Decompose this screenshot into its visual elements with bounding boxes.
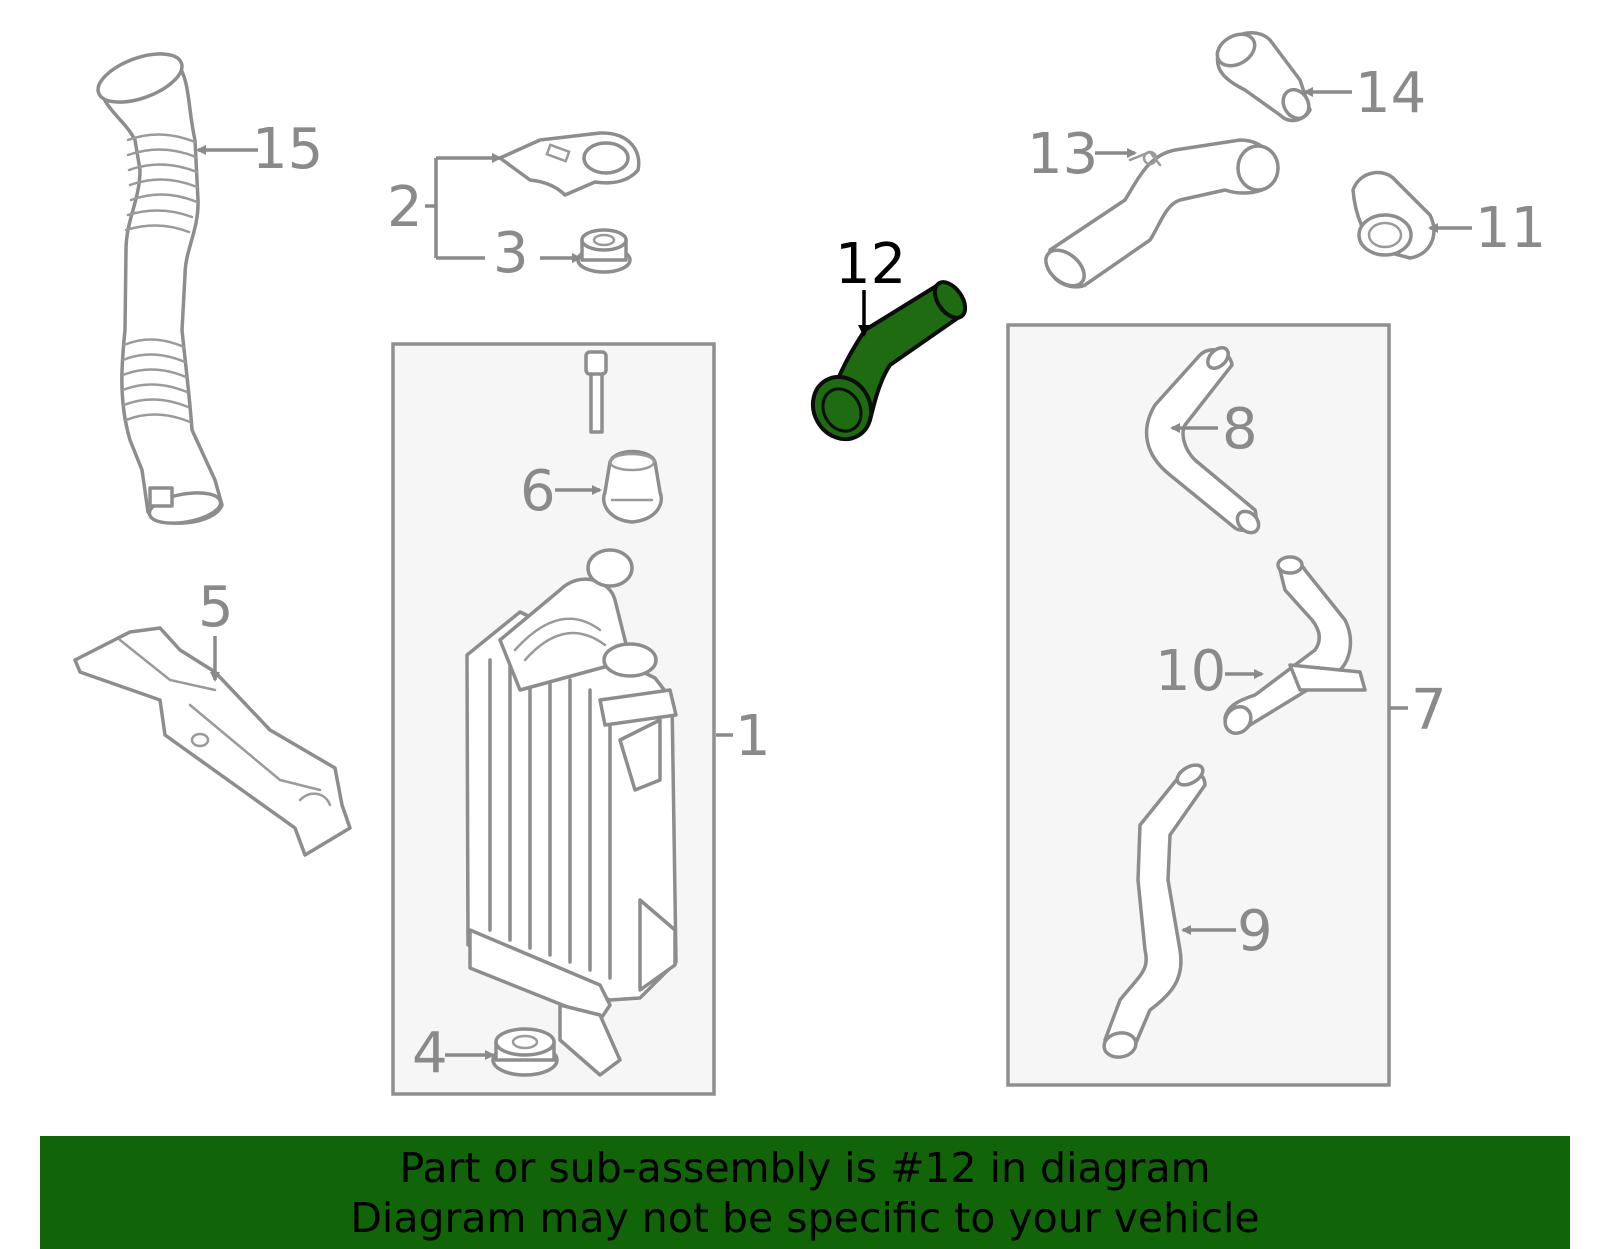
callout-4: 4	[412, 1021, 448, 1086]
part-15-intake-duct[interactable]	[92, 44, 224, 528]
leader-lines	[196, 87, 1472, 1060]
part-8-hose[interactable]	[1144, 344, 1263, 537]
callout-11: 11	[1475, 196, 1546, 261]
part-14-coupler[interactable]	[1212, 28, 1314, 123]
callout-12: 12	[835, 232, 906, 297]
part-11-elbow[interactable]	[1351, 170, 1436, 260]
part-10-pipe[interactable]	[1220, 555, 1367, 738]
callout-2: 2	[387, 175, 423, 240]
part-4-grommet[interactable]	[491, 1027, 559, 1077]
part-6-valve[interactable]	[584, 350, 663, 524]
callout-1: 1	[735, 704, 771, 769]
part-3-grommet[interactable]	[576, 228, 632, 274]
info-banner: Part or sub-assembly is #12 in diagram D…	[40, 1136, 1570, 1249]
part-2-bracket[interactable]	[498, 131, 641, 197]
callout-3: 3	[493, 221, 529, 286]
callout-5: 5	[198, 575, 234, 640]
banner-line-disclaimer: Diagram may not be specific to your vehi…	[350, 1193, 1260, 1242]
callout-13: 13	[1027, 122, 1098, 187]
callout-15: 15	[252, 117, 323, 182]
group-box-hoses	[1006, 323, 1391, 1087]
callout-7: 7	[1411, 678, 1447, 743]
callout-6: 6	[520, 459, 556, 524]
callout-14: 14	[1355, 61, 1426, 126]
part-1-intercooler[interactable]	[465, 548, 678, 1077]
banner-line-part: Part or sub-assembly is #12 in diagram	[399, 1143, 1211, 1192]
part-13-charge-pipe[interactable]	[1039, 138, 1280, 293]
part-5-air-guide[interactable]	[73, 626, 352, 857]
callout-10: 10	[1155, 639, 1226, 704]
part-9-hose[interactable]	[1102, 761, 1207, 1060]
callout-9: 9	[1237, 899, 1273, 964]
callout-8: 8	[1222, 397, 1258, 462]
part-12-hose[interactable]	[802, 277, 972, 450]
